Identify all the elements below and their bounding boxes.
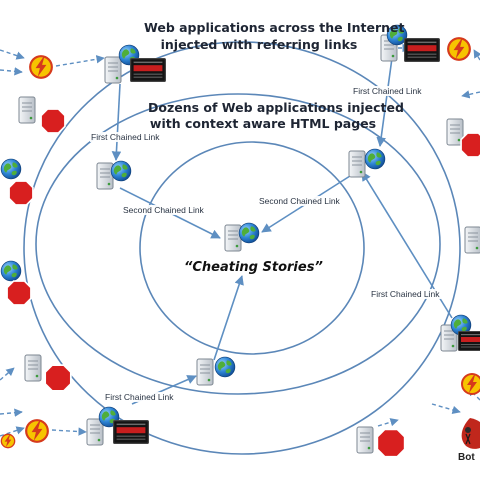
globe-icon <box>238 222 260 244</box>
globe-icon <box>364 148 386 170</box>
stop-node-left-2 <box>0 158 34 206</box>
botnet-icon <box>461 418 480 449</box>
globe-icon <box>110 160 132 182</box>
botnet-partial-label: Bot <box>458 452 475 463</box>
hacked-node-bottom <box>86 406 150 446</box>
first-chained-link-label-right: First Chained Link <box>370 289 441 299</box>
first-chained-link-label-top-left: First Chained Link <box>90 132 161 142</box>
first-chained-link-label-top-right: First Chained Link <box>352 86 423 96</box>
outer-ring-title-line1: Web applications across the Internet <box>144 20 405 35</box>
outer-ring <box>23 41 461 455</box>
stop-sign-icon <box>6 280 32 306</box>
server-icon <box>224 224 242 252</box>
lightning-bolt-icon <box>461 373 480 395</box>
globe-icon <box>214 356 236 378</box>
server-icon <box>86 418 104 446</box>
hacked-screen-icon <box>403 38 441 62</box>
server-icon <box>104 56 122 84</box>
stop-sign-icon <box>44 364 72 392</box>
outer-ring-title-line2: injected with referring links <box>160 37 358 52</box>
inner-node-left <box>96 160 132 190</box>
inner-node-right <box>348 148 386 178</box>
server-icon <box>18 96 36 124</box>
cheating-stories-node <box>224 222 260 252</box>
inner-node-bottom <box>196 356 236 386</box>
second-chained-link-label-right: Second Chained Link <box>258 196 341 206</box>
lightning-bolt-icon <box>0 433 16 449</box>
stop-node-left-4 <box>24 354 72 392</box>
stop-sign-icon <box>376 428 406 458</box>
lightning-bolt-icon <box>29 55 53 79</box>
stop-sign-icon <box>460 132 480 158</box>
server-icon <box>24 354 42 382</box>
middle-ring <box>35 93 441 395</box>
inner-ring-title-line1: Dozens of Web applications injected <box>148 100 404 115</box>
hacked-screen-icon <box>112 420 150 444</box>
stop-node-left-3 <box>0 260 32 306</box>
stop-node-bottom <box>356 426 406 458</box>
server-icon <box>464 226 480 254</box>
stop-sign-icon <box>8 180 34 206</box>
hacked-screen-icon <box>458 330 480 352</box>
stop-sign-icon <box>40 108 66 134</box>
lightning-bolt-icon <box>25 419 49 443</box>
second-chained-link-label-left: Second Chained Link <box>122 205 205 215</box>
chained-link-arrows <box>111 57 453 405</box>
first-chained-link-label-bottom: First Chained Link <box>104 392 175 402</box>
cheating-stories-label: “Cheating Stories” <box>184 260 323 275</box>
stop-node-right-2 <box>464 226 480 254</box>
lightning-bolt-icon <box>447 37 471 61</box>
stop-node-right-1 <box>446 118 480 158</box>
hacked-screen-icon <box>129 58 167 82</box>
server-icon <box>356 426 374 454</box>
server-icon <box>196 358 214 386</box>
inner-ring <box>139 141 365 355</box>
globe-icon <box>0 158 22 180</box>
server-icon <box>348 150 366 178</box>
globe-icon <box>0 260 22 282</box>
stop-node-left-1 <box>18 96 66 134</box>
server-icon <box>96 162 114 190</box>
inner-ring-title-line2: with context aware HTML pages <box>149 116 377 131</box>
